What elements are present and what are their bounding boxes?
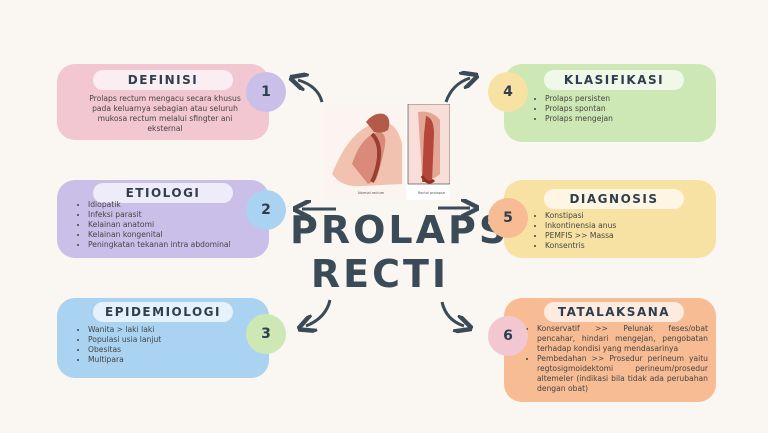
- card-diagnosis-title: DIAGNOSIS: [544, 189, 684, 209]
- list-item: Kelainan anatomi: [88, 220, 247, 230]
- list-item: Konservatif >> Pelunak feses/obat pencah…: [537, 324, 708, 354]
- list-item: Konstipasi: [545, 211, 704, 221]
- list-item: PEMFIS >> Massa: [545, 231, 704, 241]
- card-tatalaksana-title: TATALAKSANA: [544, 302, 684, 322]
- card-klasifikasi-list: Prolaps persisten Prolaps spontan Prolap…: [534, 94, 704, 124]
- list-item: Peningkatan tekanan intra abdominal: [88, 240, 247, 250]
- list-item: Prolaps persisten: [545, 94, 704, 104]
- caption-left: Normal rectum: [358, 191, 385, 195]
- list-item: Inkontinensia anus: [545, 221, 704, 231]
- card-etiologi: ETIOLOGI Idiopatik Infeksi parasit Kelai…: [57, 180, 269, 258]
- card-diagnosis-list: Konstipasi Inkontinensia anus PEMFIS >> …: [534, 211, 704, 251]
- list-item: Prolaps mengejan: [545, 114, 704, 124]
- list-item: Kelainan kongenital: [88, 230, 247, 240]
- arrow-to-tatalaksana: [440, 301, 464, 326]
- card-epidemiologi-title: EPIDEMIOLOGI: [93, 302, 233, 322]
- card-tatalaksana-list: Konservatif >> Pelunak feses/obat pencah…: [526, 324, 708, 394]
- list-item: Wanita > laki laki: [88, 325, 247, 335]
- card-etiologi-title: ETIOLOGI: [93, 183, 233, 203]
- card-definisi-title: DEFINISI: [93, 70, 233, 90]
- badge-4: 4: [488, 72, 528, 112]
- list-item: Populasi usia lanjut: [88, 335, 247, 345]
- arrow-to-klasifikasi: [444, 78, 470, 103]
- caption-right: Rectal prolapse: [418, 191, 445, 195]
- list-item: Obesitas: [88, 345, 247, 355]
- badge-3: 3: [246, 314, 286, 354]
- badge-5: 5: [488, 198, 528, 238]
- badge-2: 2: [246, 190, 286, 230]
- list-item: Multipara: [88, 355, 247, 365]
- badge-1: 1: [246, 72, 286, 112]
- card-definisi-text: Prolaps rectum mengacu secara khusus pad…: [89, 94, 241, 133]
- list-item: Pembedahan >> Prosedur perineum yaitu re…: [537, 354, 708, 394]
- list-item: Infeksi parasit: [88, 210, 247, 220]
- card-tatalaksana: TATALAKSANA Konservatif >> Pelunak feses…: [504, 298, 716, 402]
- card-klasifikasi: KLASIFIKASI Prolaps persisten Prolaps sp…: [504, 64, 716, 142]
- card-diagnosis: DIAGNOSIS Konstipasi Inkontinensia anus …: [504, 180, 716, 258]
- arrow-to-epidemiologi: [306, 299, 332, 326]
- arrow-to-definisi: [298, 80, 324, 103]
- card-etiologi-list: Idiopatik Infeksi parasit Kelainan anato…: [77, 200, 247, 250]
- list-item: Prolaps spontan: [545, 104, 704, 114]
- card-epidemiologi-list: Wanita > laki laki Populasi usia lanjut …: [77, 325, 247, 365]
- rectum-anatomy-image: Normal rectum Rectal prolapse: [322, 103, 451, 200]
- list-item: Idiopatik: [88, 200, 247, 210]
- card-definisi: DEFINISI Prolaps rectum mengacu secara k…: [57, 64, 269, 140]
- badge-6: 6: [488, 316, 528, 356]
- card-epidemiologi: EPIDEMIOLOGI Wanita > laki laki Populasi…: [57, 298, 269, 378]
- list-item: Konsentris: [545, 241, 704, 251]
- card-klasifikasi-title: KLASIFIKASI: [544, 70, 684, 90]
- anatomy-illustration: Normal rectum Rectal prolapse: [322, 103, 451, 200]
- main-title-line2: RECTI: [310, 252, 450, 296]
